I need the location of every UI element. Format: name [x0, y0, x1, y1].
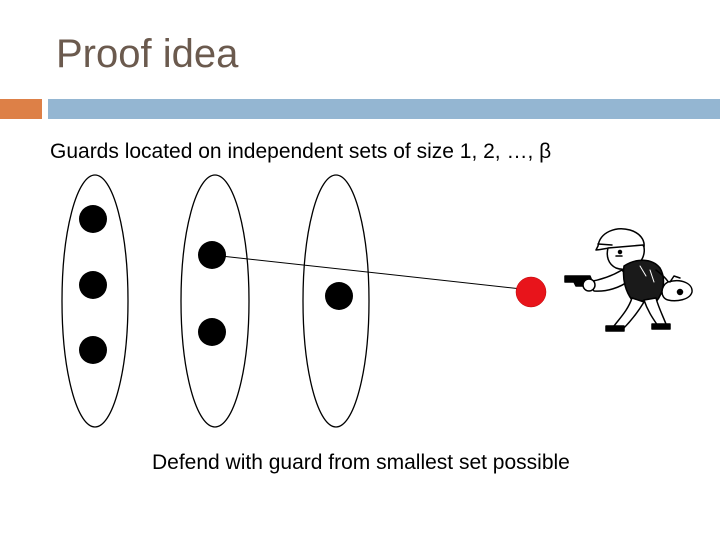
independent-set-ellipse: [302, 174, 370, 428]
slide-title: Proof idea: [56, 32, 239, 76]
guard-node: [79, 271, 107, 299]
guard-node: [198, 318, 226, 346]
slide-subtitle: Guards located on independent sets of si…: [50, 140, 552, 163]
defense-line: [211, 254, 532, 291]
guard-node: [79, 205, 107, 233]
slide-caption: Defend with guard from smallest set poss…: [152, 451, 570, 474]
independent-set-ellipse: [180, 174, 250, 428]
intruder-node: [515, 276, 547, 308]
accent-bar-blue: [48, 99, 720, 119]
robber-with-gun-icon: [564, 228, 693, 332]
guard-node: [198, 241, 226, 269]
guard-node: [325, 282, 353, 310]
independent-set-ellipse: [61, 174, 129, 428]
accent-bar-orange: [0, 99, 42, 119]
guard-node: [79, 336, 107, 364]
